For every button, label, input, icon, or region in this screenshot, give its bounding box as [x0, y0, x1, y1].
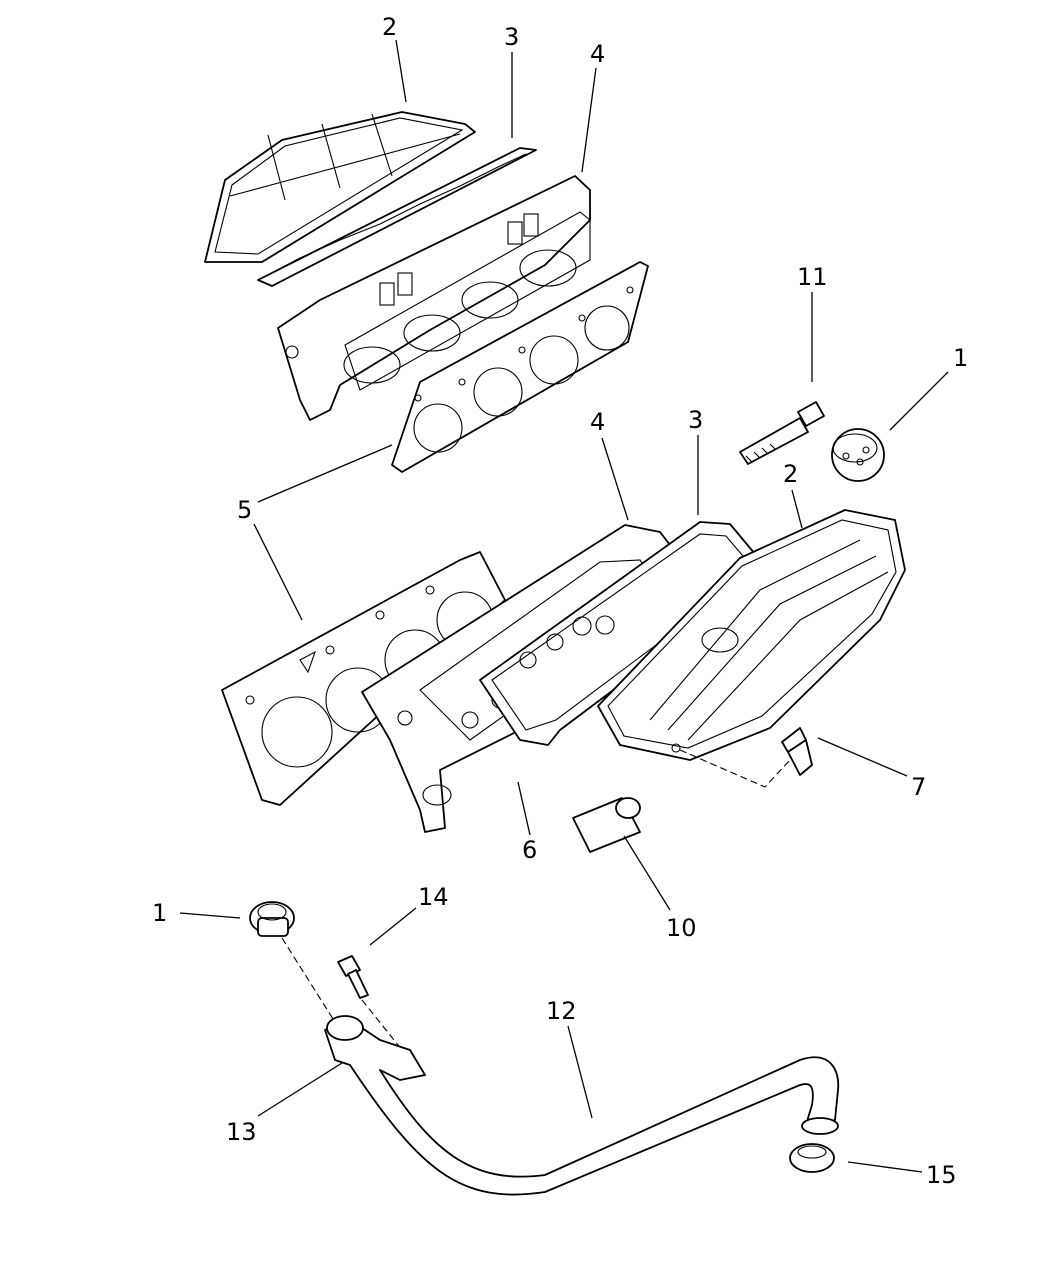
breather-fitting [679, 727, 813, 788]
callout-5: 5 [237, 496, 252, 524]
callout-14: 14 [418, 883, 449, 911]
callout-1-lower: 1 [152, 899, 167, 927]
upper-cover-gasket [257, 147, 537, 287]
upper-valve-cover [204, 111, 476, 263]
grommet [789, 1143, 835, 1173]
small-bolt [337, 955, 411, 1061]
lower-head-gasket [221, 551, 506, 806]
breather-tube [324, 1015, 840, 1196]
leader-lines [179, 39, 949, 1173]
callout-3-lower: 3 [688, 406, 703, 434]
callout-2-upper: 2 [382, 13, 397, 41]
oil-cap-upper [831, 428, 885, 482]
upper-cylinder-head [277, 175, 591, 421]
upper-head-gasket [391, 261, 649, 473]
spacer-tube [572, 797, 641, 853]
callout-4-lower: 4 [590, 408, 605, 436]
callout-6: 6 [522, 836, 537, 864]
callout-10: 10 [666, 914, 697, 942]
callout-1-upper: 1 [953, 344, 968, 372]
callout-2-lower: 2 [783, 460, 798, 488]
lower-valve-cover [597, 509, 906, 761]
head-bolt [739, 401, 825, 465]
callout-3-upper: 3 [504, 23, 519, 51]
oil-cap-lower [249, 901, 341, 1031]
callout-7: 7 [911, 773, 926, 801]
callout-12: 12 [546, 997, 577, 1025]
callout-15: 15 [926, 1161, 957, 1189]
callout-11: 11 [797, 263, 828, 291]
callout-4-upper: 4 [590, 40, 605, 68]
callout-13: 13 [226, 1118, 257, 1146]
callout-labels: 2 3 4 11 1 5 4 3 2 7 6 10 1 14 12 13 15 [152, 13, 968, 1189]
